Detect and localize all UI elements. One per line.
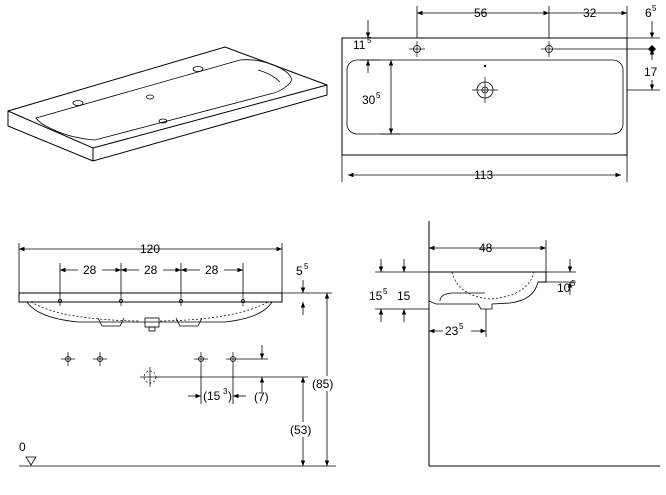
dim-side-15a: 15 (369, 289, 383, 303)
dim-top-6-sup: 5 (652, 4, 657, 13)
dim-top-17: 17 (644, 65, 658, 79)
tap-hole-right-icon (541, 41, 557, 57)
dim-front-53: (53) (290, 423, 311, 437)
dim-front-7: (7) (254, 390, 269, 404)
dim-top-11: 11 (353, 38, 366, 52)
front-view: 120 28 28 28 5 5 (7) (18, 242, 343, 467)
dim-side-10: 10 (557, 281, 571, 295)
dim-side-15b: 15 (397, 289, 411, 303)
dim-front-28b: 28 (144, 263, 158, 277)
dim-top-113: 113 (474, 168, 493, 182)
front-tap-marks (58, 296, 245, 306)
drain-icon (472, 77, 498, 103)
dim-top-32: 32 (583, 6, 597, 20)
dim-side-10-sup: 5 (571, 279, 576, 288)
front-wall-marks (61, 352, 240, 387)
side-view: 48 15 5 15 10 5 23 5 (369, 221, 660, 467)
dim-front-85: (85) (312, 377, 333, 391)
dim-front-15-3-close: ) (228, 389, 232, 403)
dim-front-15-3-sup: 3 (223, 387, 228, 396)
dim-front-5-sup: 5 (304, 262, 309, 271)
floor-level-0: 0 (19, 440, 26, 454)
tap-hole-left-icon (409, 41, 425, 57)
dim-side-23: 23 (445, 324, 459, 338)
dim-top-30: 30 (362, 93, 376, 107)
dim-front-15-3: (15 (203, 389, 221, 403)
dim-side-23-sup: 5 (459, 322, 464, 331)
dim-front-5: 5 (296, 264, 303, 278)
dim-front-28a: 28 (83, 263, 97, 277)
dim-side-15a-sup: 5 (383, 287, 388, 296)
dim-top-11-sup: 5 (367, 36, 372, 45)
dim-top-56: 56 (474, 6, 488, 20)
top-view: 56 32 6 5 17 11 5 30 5 113 (341, 4, 660, 182)
dim-top-30-sup: 5 (376, 91, 381, 100)
dim-side-48: 48 (479, 241, 493, 255)
dim-front-28c: 28 (205, 263, 219, 277)
dim-front-120: 120 (140, 242, 160, 256)
isometric-view (7, 46, 328, 162)
dim-top-6: 6 (645, 6, 652, 20)
